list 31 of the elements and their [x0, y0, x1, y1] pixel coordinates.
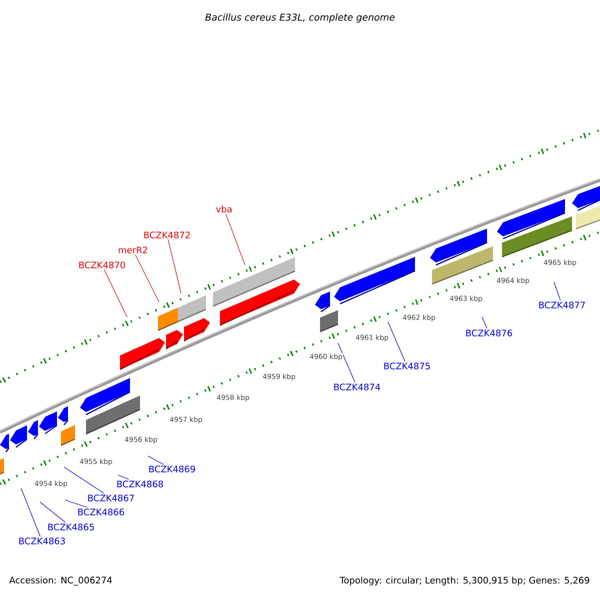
gene-label: BCZK4870	[79, 262, 126, 268]
leader-line	[118, 474, 130, 480]
leader-line	[554, 282, 561, 301]
accession-text: Accession: NC_006274	[9, 576, 112, 586]
gene-label: vba	[216, 206, 232, 212]
leader-line	[20, 488, 40, 537]
gene-label: BCZK4875	[384, 362, 430, 370]
leader-line	[64, 500, 88, 508]
gene-label: BCZK4874	[334, 384, 380, 390]
gene-label: BCZK4863	[19, 538, 65, 544]
gene-label: BCZK4869	[149, 466, 195, 472]
leader-line	[148, 456, 164, 465]
gene-label: BCZK4865	[48, 524, 94, 530]
gene-label: BCZK4876	[466, 330, 512, 336]
title: Bacillus cereus E33L, complete genome	[205, 13, 395, 23]
gene-label: merR2	[118, 246, 148, 254]
leader-line	[168, 239, 182, 294]
gene-label: BCZK4868	[117, 480, 164, 488]
leader-line	[104, 269, 128, 318]
leader-line	[64, 466, 104, 494]
gene-label: BCZK4877	[539, 302, 585, 308]
leader-line	[482, 316, 488, 329]
leader-line	[135, 254, 160, 302]
gene-label: BCZK4866	[78, 508, 124, 516]
genome-info-text: Topology: circular; Length: 5,300,915 bp; Genes: 5,269	[340, 576, 590, 586]
leader-line	[338, 342, 356, 383]
leader-line	[40, 502, 66, 523]
gene-label: BCZK4872	[144, 232, 190, 238]
leader-line	[388, 322, 406, 362]
leader-line	[225, 213, 246, 266]
gene-label: BCZK4867	[88, 494, 134, 502]
